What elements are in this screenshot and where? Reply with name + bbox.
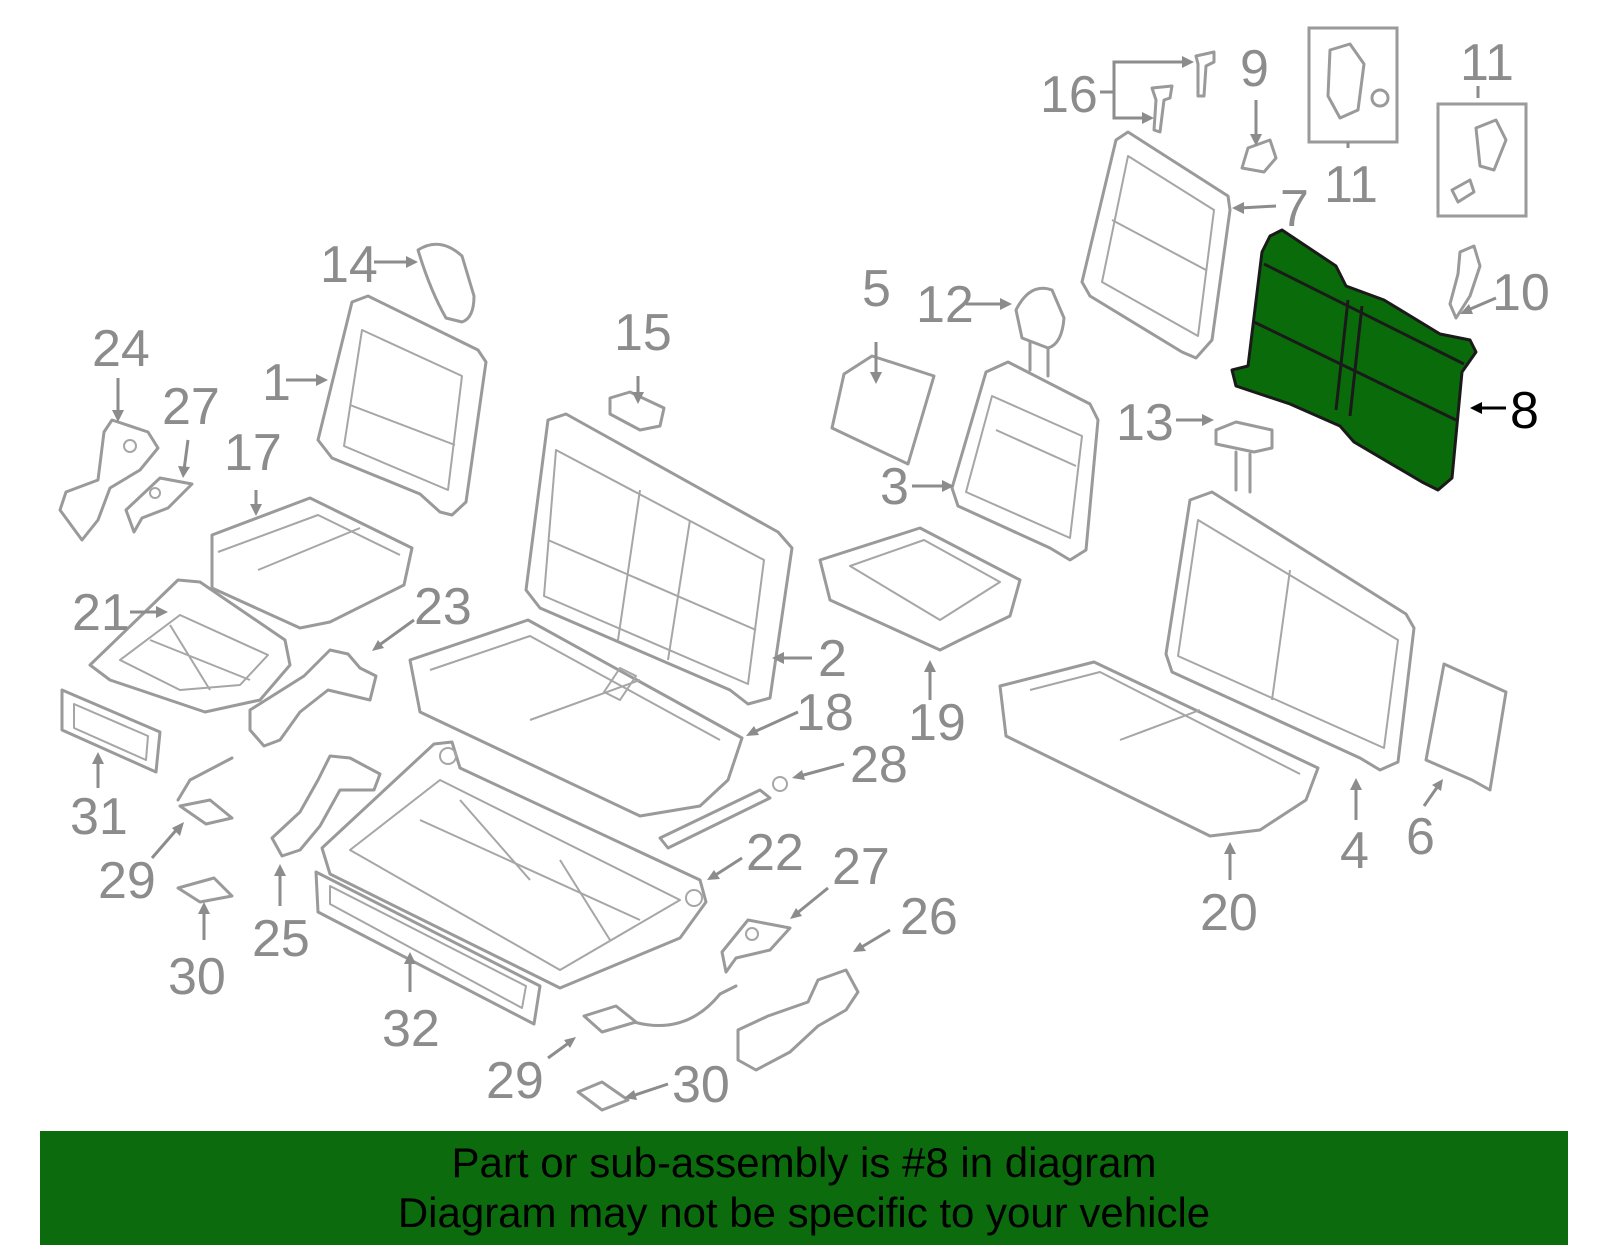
callout-1: 1 — [262, 354, 291, 412]
latch-26[interactable] — [736, 968, 860, 1072]
trim-panel-32[interactable] — [314, 870, 542, 1026]
seat-cushion-20[interactable] — [998, 660, 1320, 838]
callout-19: 19 — [908, 694, 966, 752]
callout-5: 5 — [862, 260, 891, 318]
cover-6[interactable] — [1424, 662, 1508, 792]
banner-line-2: Diagram may not be specific to your vehi… — [397, 1189, 1211, 1236]
callout-27-middle: 27 — [832, 838, 890, 896]
callout-4: 4 — [1340, 822, 1369, 880]
seat-frame-22[interactable] — [320, 740, 708, 990]
headrest-14[interactable] — [416, 242, 476, 324]
callout-11-lower: 11 — [1324, 156, 1378, 214]
seat-cushion-17[interactable] — [210, 496, 414, 630]
release-cable-29-middle[interactable] — [582, 984, 738, 1034]
callout-16: 16 — [1040, 66, 1098, 124]
callout-17: 17 — [224, 424, 282, 482]
callout-15: 15 — [614, 304, 672, 362]
hinge-bracket-23[interactable] — [248, 648, 378, 748]
callout-21: 21 — [72, 584, 130, 642]
callout-22: 22 — [746, 824, 804, 882]
callout-12: 12 — [916, 276, 974, 334]
bracket-25[interactable] — [270, 754, 382, 858]
banner-line-1: Part or sub-assembly is #8 in diagram — [451, 1139, 1157, 1186]
seat-cushion-18[interactable] — [408, 618, 744, 818]
gas-strut-28[interactable] — [658, 776, 788, 850]
hinge-9[interactable] — [1240, 138, 1278, 174]
bracket-27-middle[interactable] — [720, 918, 792, 974]
armrest-15[interactable] — [608, 390, 666, 432]
callout-18: 18 — [796, 684, 854, 742]
callout-6: 6 — [1406, 808, 1435, 866]
cover-5[interactable] — [830, 354, 936, 466]
callout-9: 9 — [1240, 40, 1269, 98]
callout-25: 25 — [252, 910, 310, 968]
callout-29-left: 29 — [98, 852, 156, 910]
callout-30-middle: 30 — [672, 1056, 730, 1114]
callout-23: 23 — [414, 578, 472, 636]
seat-back-2[interactable] — [524, 412, 794, 706]
release-cable-29-left[interactable] — [176, 756, 234, 826]
seat-frame-21[interactable] — [88, 578, 292, 714]
seat-back-frame-8-highlighted[interactable] — [1230, 228, 1478, 492]
callout-7: 7 — [1280, 180, 1309, 238]
callout-13: 13 — [1116, 394, 1174, 452]
callout-20: 20 — [1200, 884, 1258, 942]
callout-2: 2 — [818, 630, 847, 688]
callout-11-upper: 11 — [1460, 34, 1514, 92]
callout-24: 24 — [92, 320, 150, 378]
callout-10: 10 — [1492, 264, 1550, 322]
bracket-24[interactable] — [58, 418, 160, 542]
callout-3: 3 — [880, 458, 909, 516]
seat-cushion-19[interactable] — [818, 526, 1022, 652]
detail-box-11-lower[interactable] — [1436, 102, 1528, 218]
trim-panel-31[interactable] — [60, 688, 162, 774]
detail-box-11-upper[interactable] — [1307, 26, 1399, 144]
clip-30-middle[interactable] — [576, 1080, 630, 1112]
callout-32: 32 — [382, 1000, 440, 1058]
info-banner: Part or sub-assembly is #8 in diagram Di… — [40, 1131, 1568, 1245]
callout-8: 8 — [1510, 382, 1539, 440]
callout-26: 26 — [900, 888, 958, 946]
seat-back-4[interactable] — [1164, 490, 1416, 772]
headrest-13[interactable] — [1214, 420, 1274, 494]
seat-back-1[interactable] — [316, 294, 488, 517]
leader-lines — [92, 56, 1506, 1100]
parts-diagram: 1 2 3 4 5 6 7 8 9 10 11 11 12 13 14 15 1… — [58, 26, 1550, 1114]
callout-29-middle: 29 — [486, 1052, 544, 1110]
clip-30-left[interactable] — [176, 876, 234, 904]
callout-31: 31 — [70, 788, 128, 846]
bolts-16[interactable] — [1150, 50, 1216, 134]
bracket-10[interactable] — [1448, 244, 1482, 320]
seat-back-3[interactable] — [950, 360, 1100, 562]
callout-27-left: 27 — [162, 378, 220, 436]
seat-back-frame-7[interactable] — [1080, 130, 1232, 360]
callout-numbers: 1 2 3 4 5 6 7 8 9 10 11 11 12 13 14 15 1… — [70, 34, 1550, 1114]
callout-30-left: 30 — [168, 948, 226, 1006]
headrest-12[interactable] — [1014, 286, 1066, 378]
bracket-27-left[interactable] — [124, 476, 194, 534]
callout-14: 14 — [320, 236, 378, 294]
callout-28: 28 — [850, 736, 908, 794]
